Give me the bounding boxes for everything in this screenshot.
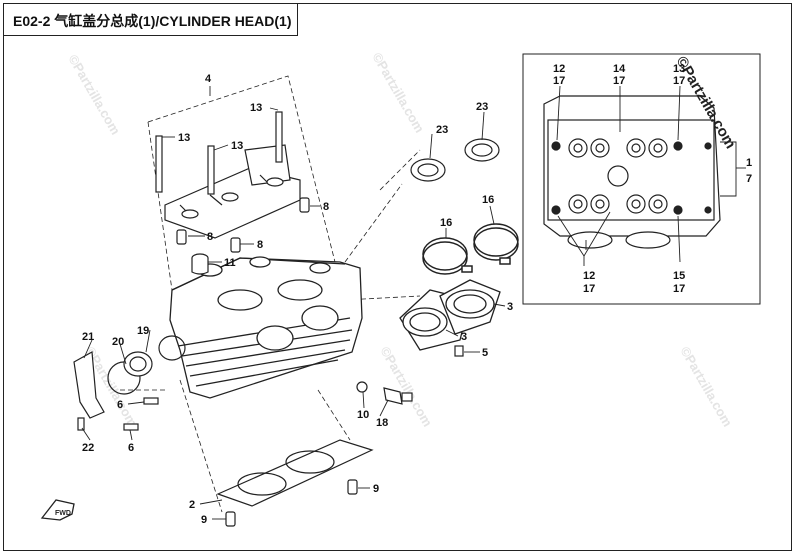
inset-callout-17: 17 [583, 283, 595, 295]
inset-head-top-view [543, 95, 721, 249]
callout-23: 23 [436, 124, 448, 136]
inset-callout-7: 7 [746, 173, 752, 185]
callout-19: 19 [137, 325, 149, 337]
inset-callout-15: 15 [673, 270, 685, 282]
inset-callout-17: 17 [613, 75, 625, 87]
callout-16: 16 [482, 194, 494, 206]
callout-8: 8 [257, 239, 263, 251]
watermark: ©Partzilla.com [677, 344, 735, 429]
callout-6: 6 [117, 399, 123, 411]
inset-panel: ©Partzilla.com 12 17 14 17 13 17 1 7 12 … [522, 53, 761, 305]
callout-11: 11 [224, 257, 236, 269]
callout-4: 4 [205, 73, 212, 85]
fwd-arrow: FWD [40, 499, 75, 521]
inset-callout-17: 17 [673, 283, 685, 295]
callout-3: 3 [507, 301, 513, 313]
callout-23: 23 [476, 101, 488, 113]
callout-20: 20 [112, 336, 124, 348]
head-gasket [216, 439, 374, 507]
callout-22: 22 [82, 442, 94, 454]
inset-callout-12: 12 [583, 270, 595, 282]
bolts [155, 111, 283, 195]
callout-8: 8 [207, 231, 213, 243]
title-box: E02-2 气缸盖分总成(1)/CYLINDER HEAD(1) [4, 4, 298, 36]
callout-16: 16 [440, 217, 452, 229]
callout-13: 13 [178, 132, 190, 144]
inset-callout-17: 17 [553, 75, 565, 87]
inset-callout-labels: 12 17 14 17 13 17 1 7 12 17 15 17 [553, 63, 752, 295]
callout-labels: 4 13 13 13 8 8 8 11 23 23 16 16 3 3 5 10… [82, 73, 513, 526]
watermark: ©Partzilla.com [369, 50, 427, 135]
inset-callout-1: 1 [746, 157, 752, 169]
intake-manifolds [399, 279, 501, 351]
gaskets [410, 138, 500, 182]
inset-callout-12: 12 [553, 63, 565, 75]
callout-6: 6 [128, 442, 134, 454]
water-outlet [73, 335, 186, 431]
callout-9: 9 [373, 483, 379, 495]
cylinder-head [169, 256, 363, 399]
screw [454, 345, 464, 357]
callout-13: 13 [250, 102, 262, 114]
callout-5: 5 [482, 347, 488, 359]
temperature-sensor [356, 381, 413, 405]
callout-9: 9 [201, 514, 207, 526]
inset-leaders [556, 85, 746, 266]
hose-clamps [422, 223, 519, 275]
watermark: ©Partzilla.com [65, 52, 123, 137]
callout-13: 13 [231, 140, 243, 152]
valve-seal [191, 253, 209, 275]
dowel-pins [176, 197, 358, 527]
inset-callout-13: 13 [673, 63, 685, 75]
callout-18: 18 [376, 417, 388, 429]
callout-3: 3 [461, 331, 467, 343]
inset-bolt-heads [551, 141, 712, 215]
fwd-label: FWD [55, 510, 71, 517]
inset-callout-14: 14 [613, 63, 626, 75]
callout-21: 21 [82, 331, 94, 343]
callout-2: 2 [189, 499, 195, 511]
inset-callout-17: 17 [673, 75, 685, 87]
leader-lines [81, 86, 506, 520]
page-title: E02-2 气缸盖分总成(1)/CYLINDER HEAD(1) [13, 13, 292, 29]
callout-8: 8 [323, 201, 329, 213]
callout-10: 10 [357, 409, 369, 421]
